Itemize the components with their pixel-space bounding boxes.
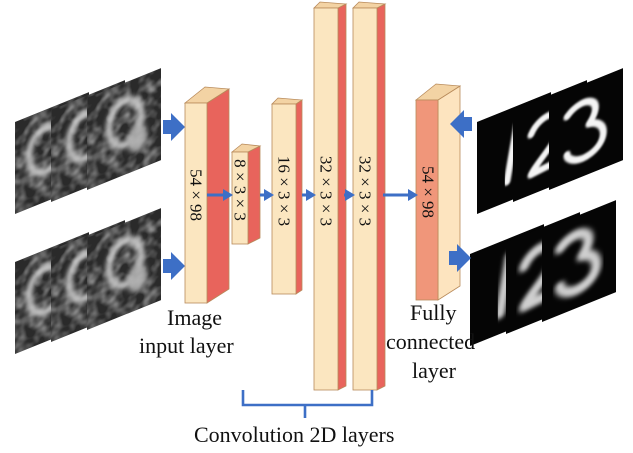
arrow-right-icon xyxy=(207,189,233,201)
arrow-right-icon xyxy=(163,252,185,280)
fc-layer-label-line3: layer xyxy=(412,358,456,383)
layer-block-conv2: 16 × 3 × 3 xyxy=(271,97,304,295)
fc-layer-label-line1: Fully xyxy=(410,300,457,325)
layer-dims-conv1: 8 × 3 × 3 xyxy=(231,159,250,221)
layer-block-fc: 54 × 98 xyxy=(414,83,462,301)
curly-brace-icon xyxy=(241,390,374,418)
layer-dims-conv4: 32 × 3 × 3 xyxy=(356,156,375,226)
arrow-right-icon xyxy=(449,244,471,272)
output-image-top xyxy=(477,68,623,214)
input-layer-label-line2: input layer xyxy=(139,333,234,358)
arrow-right-icon xyxy=(302,189,316,201)
arrow-right-icon xyxy=(383,189,418,201)
layer-block-conv4: 32 × 3 × 3 xyxy=(352,1,387,391)
arrow-right-icon xyxy=(344,189,355,201)
input-image-bottom xyxy=(15,208,161,354)
fc-layer-label-line2: connected xyxy=(386,329,476,354)
layer-block-conv3: 32 × 3 × 3 xyxy=(313,1,348,391)
layer-block-conv1: 8 × 3 × 3 xyxy=(231,143,262,245)
layer-dims-conv2: 16 × 3 × 3 xyxy=(275,156,294,226)
arrow-right-icon xyxy=(260,189,274,201)
input-image-top xyxy=(15,68,161,214)
layer-dims-fc: 54 × 98 xyxy=(419,166,438,218)
layer-dims-conv3: 32 × 3 × 3 xyxy=(317,156,336,226)
convolution-group-label: Convolution 2D layers xyxy=(194,422,395,447)
arrow-left-icon xyxy=(450,110,472,138)
arrow-right-icon xyxy=(163,113,185,141)
output-image-bottom xyxy=(470,200,616,346)
input-layer-label-line1: Image xyxy=(167,305,222,330)
layer-dims-input: 54 × 98 xyxy=(187,169,206,221)
